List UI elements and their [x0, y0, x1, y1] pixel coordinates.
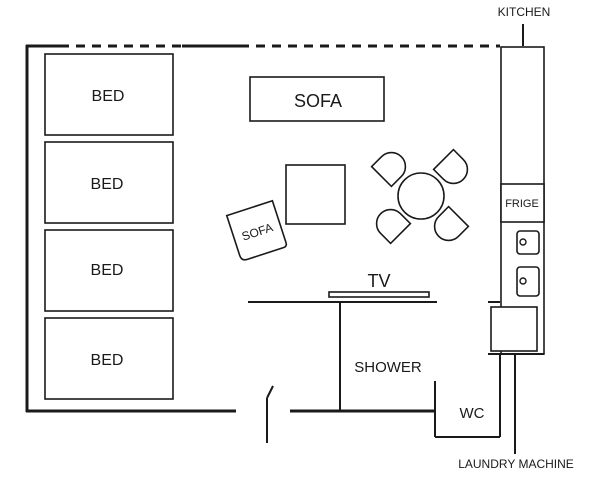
bed-4: [44, 317, 174, 400]
bed-4-label: BED: [91, 352, 124, 369]
dining-set: [370, 148, 470, 245]
outer-walls: [25, 44, 500, 413]
kitchen: KITCHEN FRIGE: [498, 5, 551, 355]
chair-bottom-left: [375, 208, 412, 245]
tv-label: TV: [367, 271, 390, 291]
wc-label: WC: [460, 405, 485, 422]
bed-1-label: BED: [92, 88, 125, 105]
bathroom: SHOWER WC LAUNDRY MACHINE: [339, 301, 574, 471]
bed-3-label: BED: [91, 262, 124, 279]
laundry-machine: [490, 306, 538, 352]
bed-1: [44, 53, 174, 136]
bed-2: [44, 141, 174, 224]
shower-label: SHOWER: [354, 359, 422, 376]
tv-wall: TV: [248, 271, 437, 303]
sink-1: [516, 230, 540, 255]
kitchen-label: KITCHEN: [498, 5, 551, 19]
beds: BED BED BED BED: [44, 53, 174, 400]
sofa-small-shape: [225, 199, 288, 261]
tv: [328, 291, 430, 298]
fridge-label: FRIGE: [505, 198, 539, 210]
chair-top-left: [370, 151, 407, 188]
sofa-small: SOFA: [225, 199, 288, 261]
entrance-door: [266, 385, 274, 443]
door-leaf: [266, 385, 274, 399]
sink-2: [516, 266, 540, 297]
bed-3: [44, 229, 174, 312]
sofa-main-label: SOFA: [294, 91, 342, 111]
sofa-main: [249, 76, 385, 122]
living-area: SOFA SOFA: [225, 76, 385, 261]
fridge: [500, 183, 545, 223]
dining-table: [397, 172, 445, 220]
bed-2-label: BED: [91, 176, 124, 193]
coffee-table: [285, 164, 346, 225]
chair-bottom-right: [433, 205, 470, 242]
laundry-label: LAUNDRY MACHINE: [458, 457, 574, 471]
chair-top-right: [432, 148, 469, 185]
